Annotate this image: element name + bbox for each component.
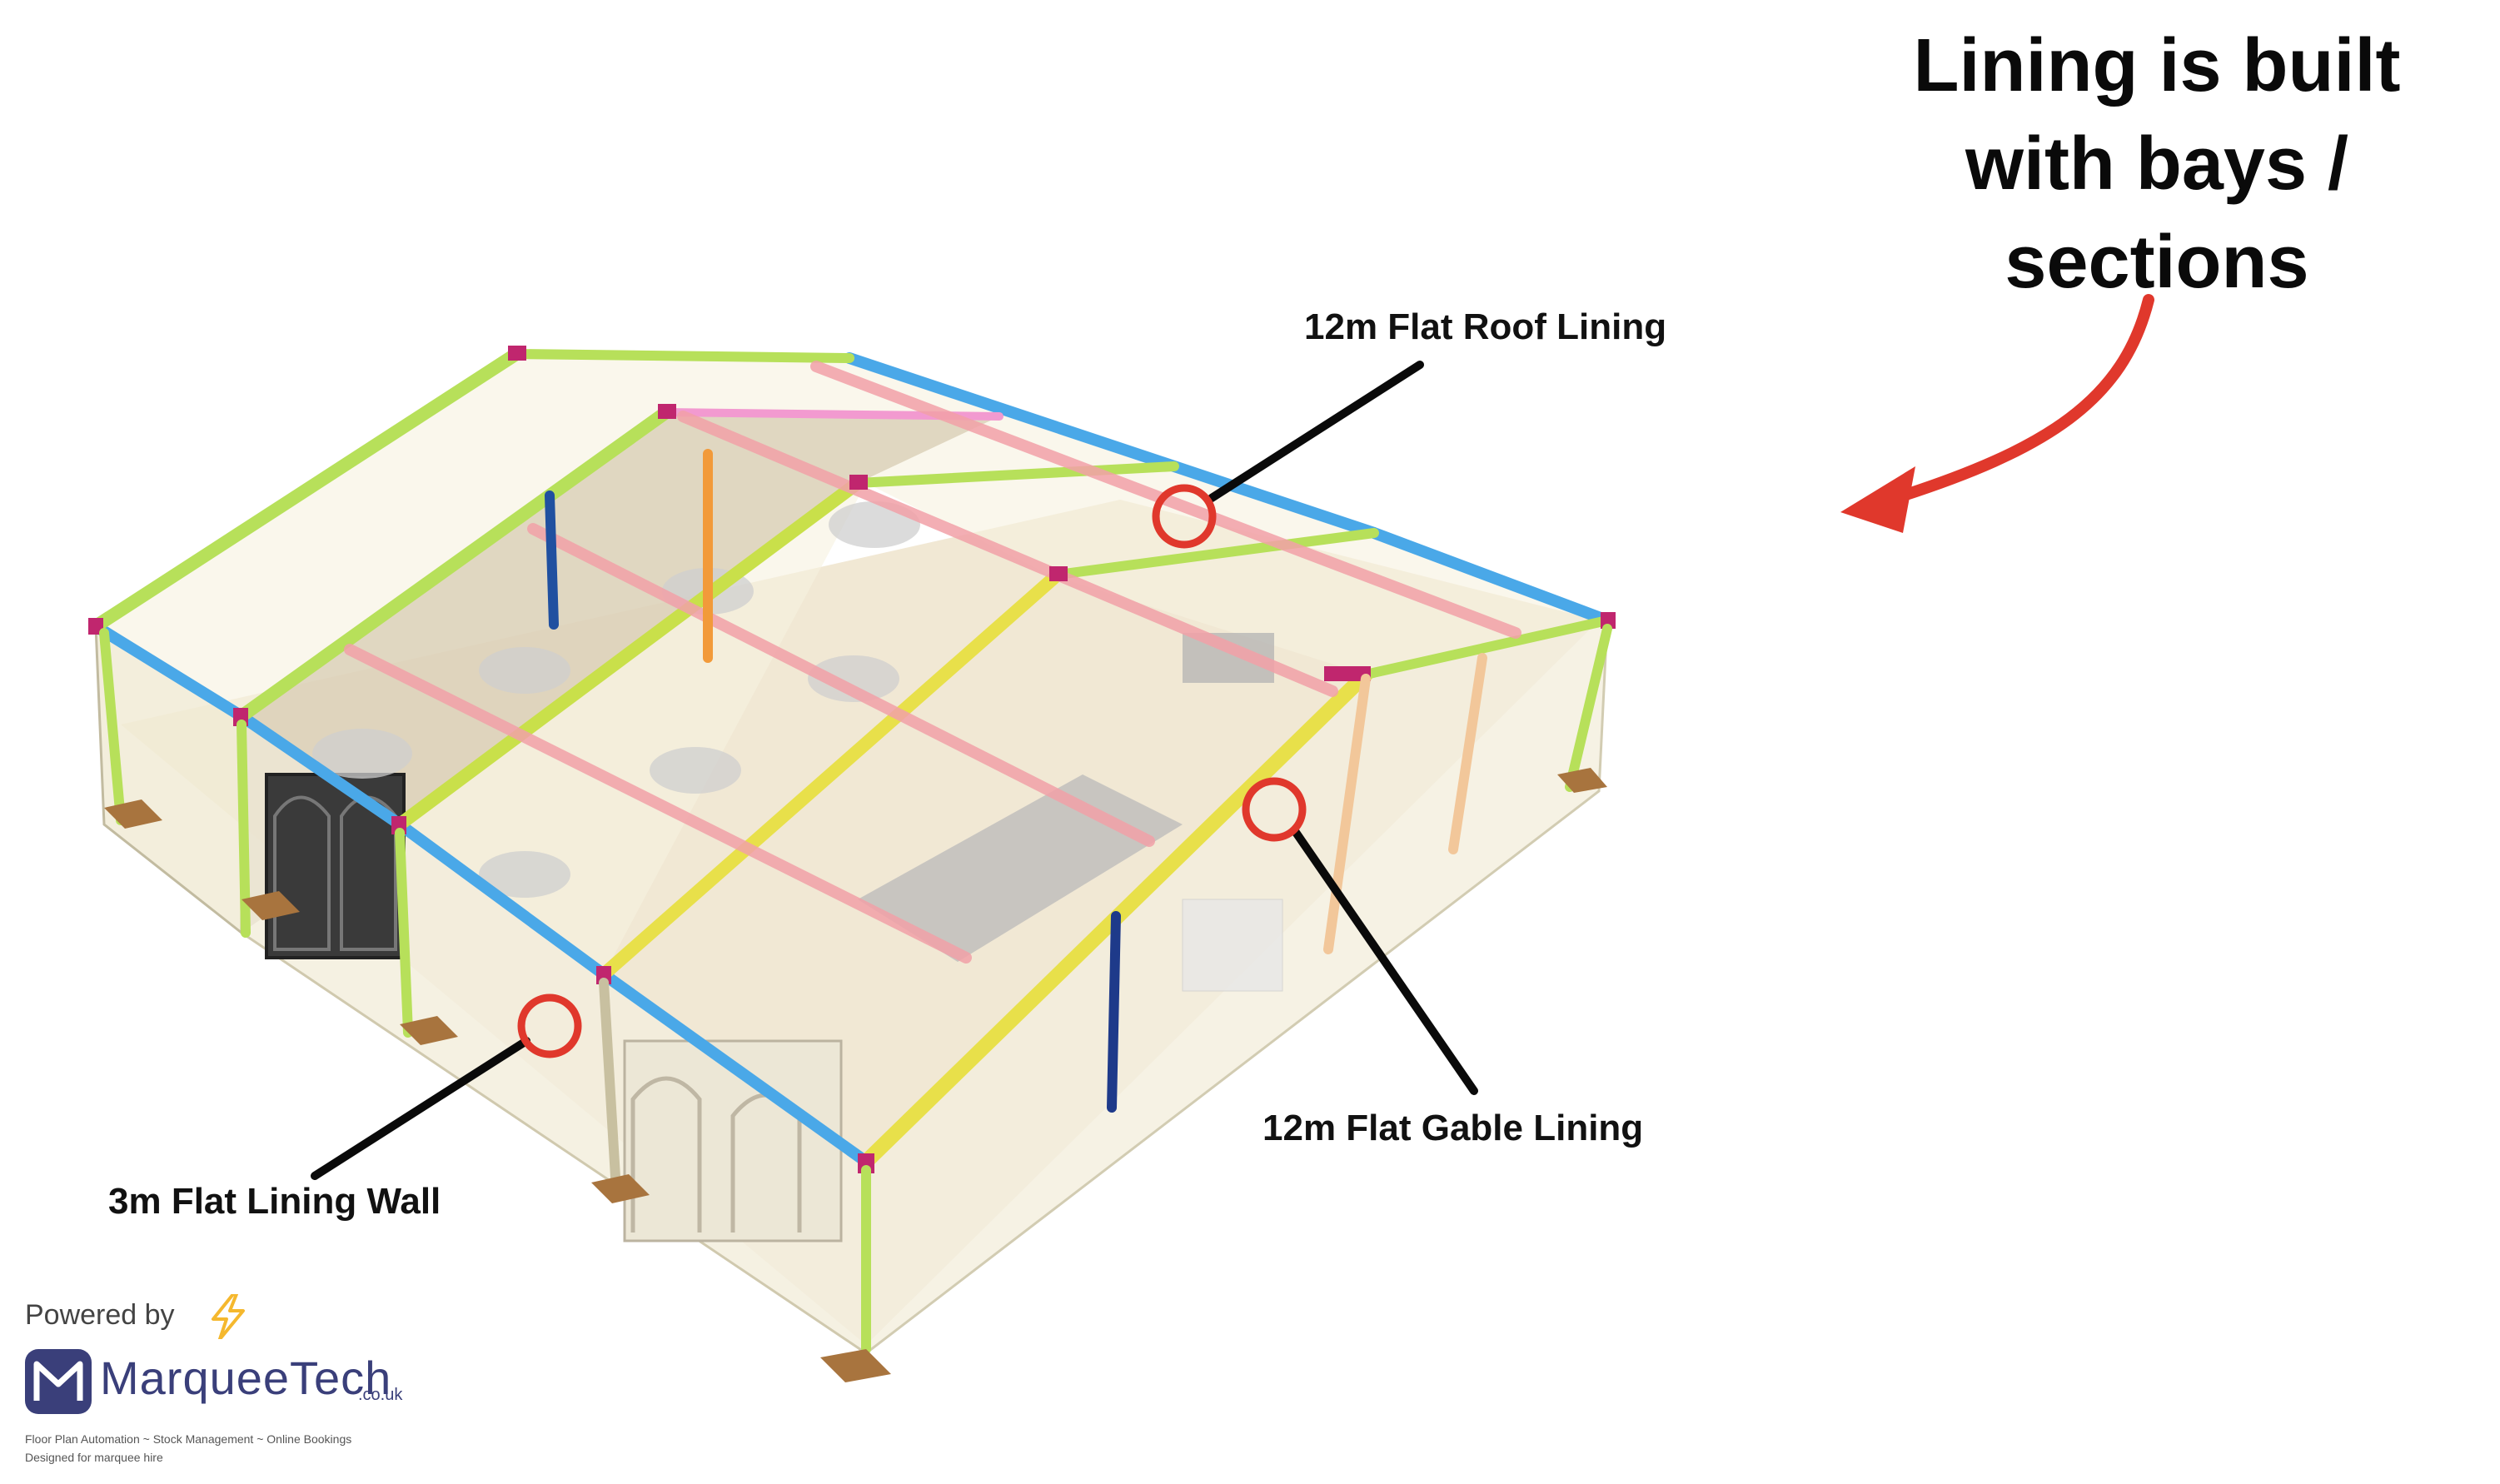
roof-lining-marker <box>1152 484 1217 549</box>
window-panel-front <box>623 1039 843 1242</box>
frame-uprights <box>99 449 1612 1354</box>
base-plates <box>104 768 1607 1382</box>
brand-tld: .co.uk <box>358 1386 403 1404</box>
roof-lining <box>96 354 1607 974</box>
wall-lining-label: 3m Flat Lining Wall <box>108 1181 441 1222</box>
brand-tagline-2: Designed for marquee hire <box>25 1451 163 1464</box>
leader-lines <box>311 361 1478 1180</box>
eave-beams <box>90 352 1613 1168</box>
headline: Lining is built with bays / sections <box>1782 17 2500 311</box>
gable-lining-label: 12m Flat Gable Lining <box>1262 1108 1644 1148</box>
brand-block: Powered by MarqueeTech .co.uk Floor Plan… <box>23 1294 523 1474</box>
headline-line-2: with bays / <box>1965 122 2349 206</box>
marqueetech-logo-icon <box>25 1349 92 1414</box>
powered-by-text: Powered by <box>25 1299 175 1331</box>
window-panel-left <box>265 773 406 959</box>
lightning-bolt-icon <box>212 1294 245 1339</box>
red-arrow <box>1840 294 2154 533</box>
roof-lining-label: 12m Flat Roof Lining <box>1304 306 1667 347</box>
brand-tagline: Floor Plan Automation ~ Stock Management… <box>25 1432 352 1446</box>
gable-lining-marker <box>1242 777 1307 842</box>
callout-circles <box>517 484 1307 1058</box>
headline-line-3: sections <box>2004 221 2309 304</box>
wall-lining-marker <box>517 993 582 1058</box>
headline-line-1: Lining is built <box>1913 24 2401 107</box>
brand-name: MarqueeTech <box>100 1352 392 1404</box>
